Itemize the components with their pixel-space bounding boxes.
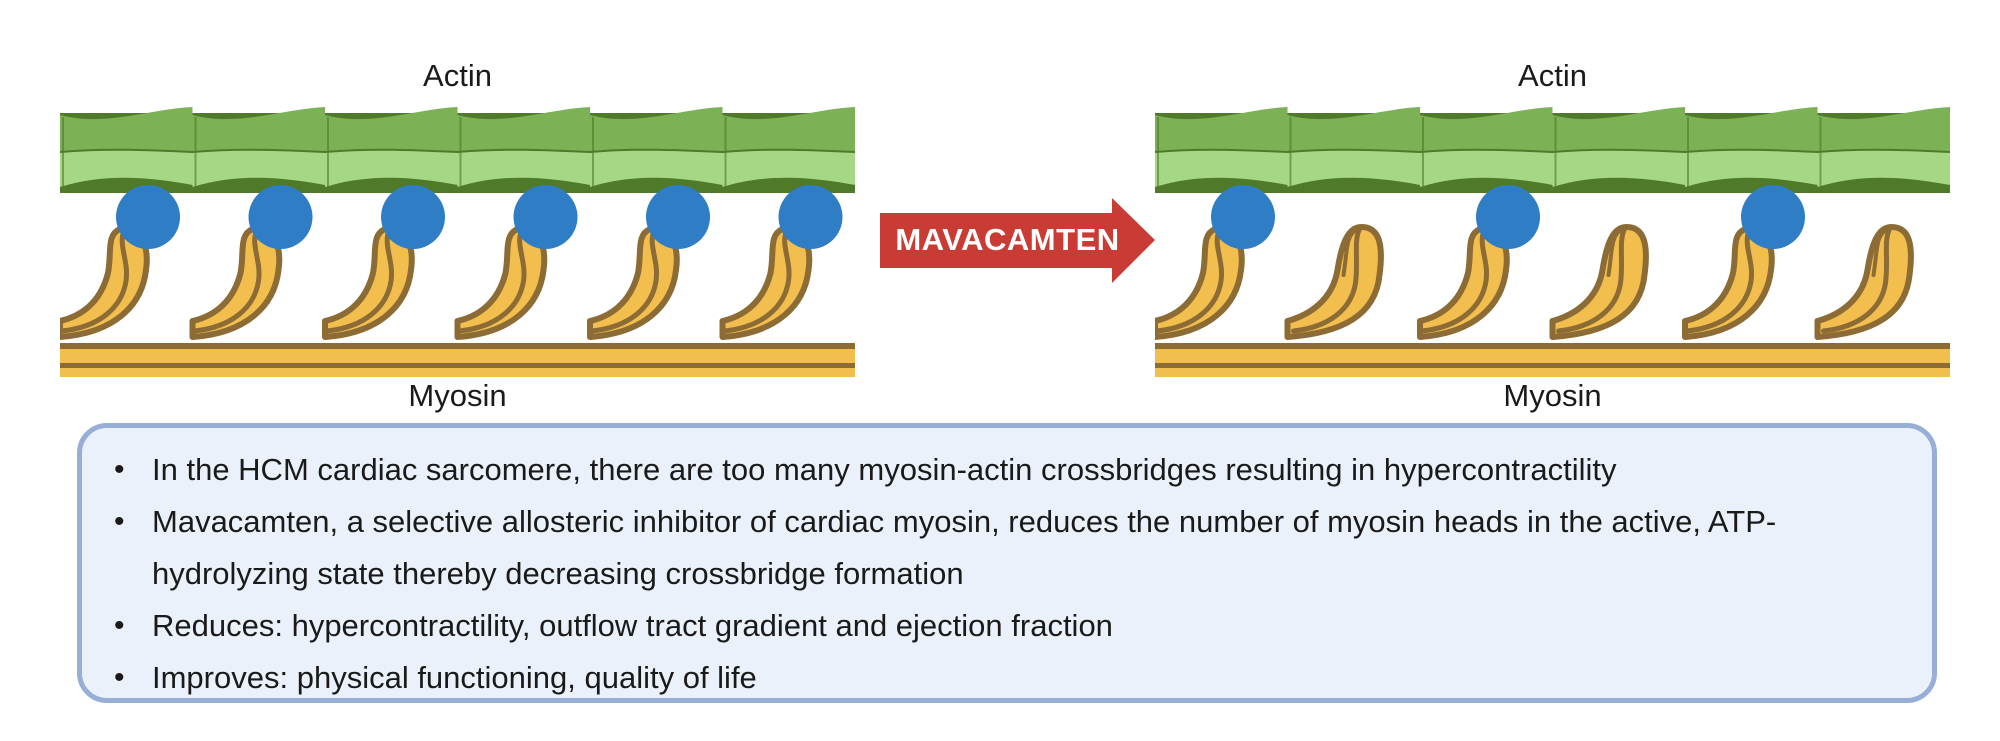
actin-binding-site [1211,185,1275,249]
sarcomere-panel-before: Actin Myosin [60,50,855,420]
myosin-head-super-relaxed [1549,224,1649,340]
actin-binding-site [248,185,313,249]
sarcomere-illustration-after [1155,107,1950,377]
actin-label: Actin [1518,58,1587,93]
actin-filament [1155,107,1950,193]
mechanism-summary-box: In the HCM cardiac sarcomere, there are … [77,423,1937,704]
actin-binding-site [778,185,843,249]
actin-binding-site [513,185,578,249]
actin-binding-site [1741,185,1805,249]
actin-label: Actin [423,58,492,93]
sarcomere-panel-after: Actin Myosin [1155,50,1950,420]
actin-binding-site [381,185,445,249]
bullet-item: Improves: physical functioning, quality … [114,652,1912,704]
actin-filament [60,107,855,193]
myosin-label: Myosin [1503,378,1602,413]
myosin-label: Myosin [408,378,507,413]
bullet-item: Mavacamten, a selective allosteric inhib… [114,496,1912,600]
drug-label: MAVACAMTEN [895,222,1120,257]
actin-binding-site [646,185,710,249]
myosin-thick-filament [60,343,855,377]
sarcomere-illustration-before [60,107,855,377]
myosin-head-super-relaxed [1814,224,1914,340]
drug-effect-arrow-icon [880,198,1155,283]
actin-binding-site [1476,185,1540,249]
bullet-item: In the HCM cardiac sarcomere, there are … [114,444,1912,496]
actin-binding-site [116,185,180,249]
mechanism-bullet-list: In the HCM cardiac sarcomere, there are … [82,428,1932,704]
myosin-thick-filament [1155,343,1950,377]
bullet-item: Reduces: hypercontractility, outflow tra… [114,600,1912,652]
myosin-head-super-relaxed [1284,224,1384,340]
